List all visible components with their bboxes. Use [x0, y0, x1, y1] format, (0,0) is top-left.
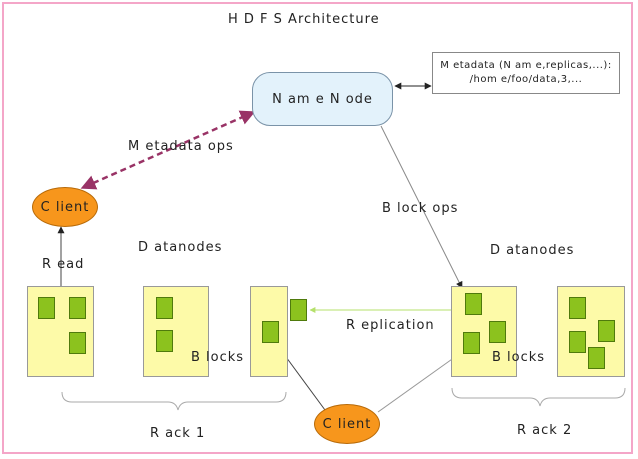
rack2-brace	[451, 387, 626, 407]
block-ops-label: B lock ops	[382, 201, 459, 216]
client-bottom-label: C lient	[322, 416, 372, 432]
block	[69, 332, 86, 354]
client-bottom: C lient	[314, 404, 380, 444]
block	[598, 320, 615, 342]
block	[69, 297, 86, 319]
block	[290, 299, 307, 321]
datanode-rack2-2	[557, 286, 625, 377]
replication-label: R eplication	[346, 318, 435, 333]
metadata-ops-label: M etadata ops	[128, 139, 234, 154]
block	[463, 332, 480, 354]
rack2-label: R ack 2	[517, 423, 573, 438]
block	[569, 297, 586, 319]
datanode-rack1-3	[250, 286, 307, 377]
datanode-rack1-1	[27, 286, 94, 377]
block	[588, 347, 605, 369]
diagram-frame	[2, 2, 633, 454]
block	[156, 297, 173, 319]
rack1-label: R ack 1	[150, 426, 206, 441]
metadata-line-2: /hom e/foo/data,3,...	[469, 74, 583, 85]
block-ops-arrow	[380, 125, 463, 289]
metadata-box: M etadata (N am e,replicas,...): /hom e/…	[432, 52, 620, 94]
block	[569, 331, 586, 353]
namenode: N am e N ode	[252, 72, 393, 126]
datanodes-label-rack2: D atanodes	[490, 243, 575, 258]
datanode-rack1-2	[143, 286, 209, 377]
read-label: R ead	[42, 257, 85, 272]
client-top: C lient	[32, 187, 98, 227]
block	[38, 297, 55, 319]
block	[262, 321, 279, 343]
diagram-title: H D F S Architecture	[228, 12, 380, 27]
metadata-line-1: M etadata (N am e,replicas,...):	[440, 60, 612, 71]
block	[156, 330, 173, 352]
datanodes-label-rack1: D atanodes	[138, 240, 223, 255]
metadata-ops-arrow	[80, 110, 256, 190]
rack1-brace	[61, 391, 287, 411]
block	[489, 321, 506, 343]
blocks-label-rack1: B locks	[191, 350, 245, 365]
write-arrow-rack2	[377, 351, 463, 413]
blocks-label-rack2: B locks	[492, 350, 546, 365]
namenode-label: N am e N ode	[272, 91, 373, 107]
client-top-label: C lient	[40, 199, 90, 215]
block	[465, 293, 482, 315]
datanode-rack2-1	[451, 286, 517, 377]
